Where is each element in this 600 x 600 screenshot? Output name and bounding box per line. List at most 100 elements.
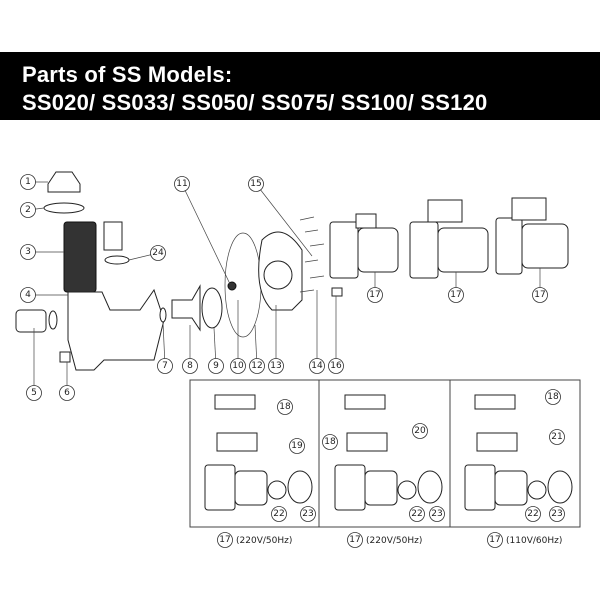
title-line-1: Parts of SS Models: <box>22 62 233 87</box>
callout-14: 14 <box>309 358 325 374</box>
callout-17: 17 <box>448 287 464 303</box>
motor-2 <box>409 199 489 279</box>
svg-text:21: 21 <box>551 432 562 442</box>
inlet-o-ring <box>48 310 58 330</box>
seal-plate-center <box>263 260 293 290</box>
svg-text:14: 14 <box>311 361 323 371</box>
variant-1-motor-callout: 17 <box>217 532 233 548</box>
callout-10: 10 <box>230 358 246 374</box>
svg-text:23: 23 <box>551 509 562 519</box>
lid-o-ring <box>43 202 85 214</box>
svg-text:16: 16 <box>330 361 342 371</box>
svg-text:12: 12 <box>251 361 262 371</box>
svg-text:2: 2 <box>25 205 31 215</box>
callout-12: 12 <box>249 358 265 374</box>
variant-1-callout-23: 23 <box>300 506 316 522</box>
svg-text:13: 13 <box>270 361 281 371</box>
svg-text:17: 17 <box>369 290 380 300</box>
inlet-union <box>15 309 47 333</box>
svg-text:8: 8 <box>187 361 193 371</box>
variant-1-callout-18: 18 <box>277 399 293 415</box>
variant-3-voltage: (110V/60Hz) <box>506 536 562 546</box>
callout-5: 5 <box>26 385 42 401</box>
leader-line <box>255 183 313 257</box>
variant-1-callout-19: 19 <box>289 438 305 454</box>
svg-text:4: 4 <box>25 290 31 300</box>
variant-3-motor-callout: 17 <box>487 532 503 548</box>
variant-motor-3 <box>464 394 573 511</box>
union-o-ring <box>104 255 130 265</box>
svg-text:17: 17 <box>450 290 461 300</box>
svg-text:1: 1 <box>25 177 31 187</box>
svg-text:18: 18 <box>279 402 291 412</box>
svg-text:17: 17 <box>219 535 230 545</box>
strainer-lid <box>47 171 81 193</box>
o-ring-7 <box>159 307 167 323</box>
callout-4: 4 <box>20 287 36 303</box>
callout-8: 8 <box>182 358 198 374</box>
svg-text:10: 10 <box>232 361 244 371</box>
title-banner: Parts of SS Models: SS020/ SS033/ SS050/… <box>0 52 600 120</box>
mechanical-seal <box>227 281 237 291</box>
variant-2-callout-20: 20 <box>412 423 428 439</box>
diffuser <box>171 284 201 332</box>
svg-text:6: 6 <box>64 388 70 398</box>
svg-text:18: 18 <box>324 437 336 447</box>
svg-text:23: 23 <box>431 509 442 519</box>
svg-text:24: 24 <box>152 248 164 258</box>
callout-13: 13 <box>268 358 284 374</box>
motor-1 <box>329 213 399 279</box>
svg-text:15: 15 <box>250 179 261 189</box>
svg-text:17: 17 <box>349 535 360 545</box>
svg-text:22: 22 <box>527 509 538 519</box>
variant-2-callout-22: 22 <box>409 506 425 522</box>
union-fitting <box>103 221 123 251</box>
drain-plug <box>59 351 71 363</box>
variant-3-callout-23: 23 <box>549 506 565 522</box>
svg-text:23: 23 <box>302 509 313 519</box>
svg-text:3: 3 <box>25 247 31 257</box>
impeller <box>201 287 223 329</box>
svg-text:22: 22 <box>273 509 284 519</box>
variant-2-motor-callout: 17 <box>347 532 363 548</box>
svg-text:22: 22 <box>411 509 422 519</box>
svg-text:7: 7 <box>162 361 168 371</box>
svg-text:5: 5 <box>31 388 37 398</box>
variant-1-voltage: (220V/50Hz) <box>236 536 292 546</box>
variant-3-callout-21: 21 <box>549 429 565 445</box>
svg-text:18: 18 <box>547 392 559 402</box>
pump-housing <box>67 288 165 371</box>
callout-1: 1 <box>20 174 36 190</box>
variant-2-voltage: (220V/50Hz) <box>366 536 422 546</box>
washer <box>331 287 343 297</box>
title-line-2: SS020/ SS033/ SS050/ SS075/ SS100/ SS120 <box>22 90 488 115</box>
callout-11: 11 <box>174 176 190 192</box>
bolts <box>299 216 325 293</box>
callout-16: 16 <box>328 358 344 374</box>
svg-text:17: 17 <box>534 290 545 300</box>
callout-15: 15 <box>248 176 264 192</box>
svg-text:19: 19 <box>291 441 303 451</box>
pump-drawing <box>15 171 569 371</box>
callout-2: 2 <box>20 202 36 218</box>
svg-text:20: 20 <box>414 426 426 436</box>
callout-3: 3 <box>20 244 36 260</box>
callout-6: 6 <box>59 385 75 401</box>
callout-7: 7 <box>157 358 173 374</box>
svg-text:17: 17 <box>489 535 500 545</box>
variant-3-callout-18: 18 <box>545 389 561 405</box>
callout-17: 17 <box>532 287 548 303</box>
callout-24: 24 <box>150 245 166 261</box>
strainer-basket <box>63 221 97 293</box>
variant-2-callout-23: 23 <box>429 506 445 522</box>
variant-motor-1 <box>204 394 313 511</box>
svg-text:11: 11 <box>176 179 187 189</box>
svg-text:9: 9 <box>213 361 219 371</box>
callout-9: 9 <box>208 358 224 374</box>
variant-2-callout-18: 18 <box>322 434 338 450</box>
leader-line <box>181 183 231 285</box>
motor-3 <box>495 197 569 275</box>
variant-1-callout-22: 22 <box>271 506 287 522</box>
variant-panels <box>189 379 581 528</box>
